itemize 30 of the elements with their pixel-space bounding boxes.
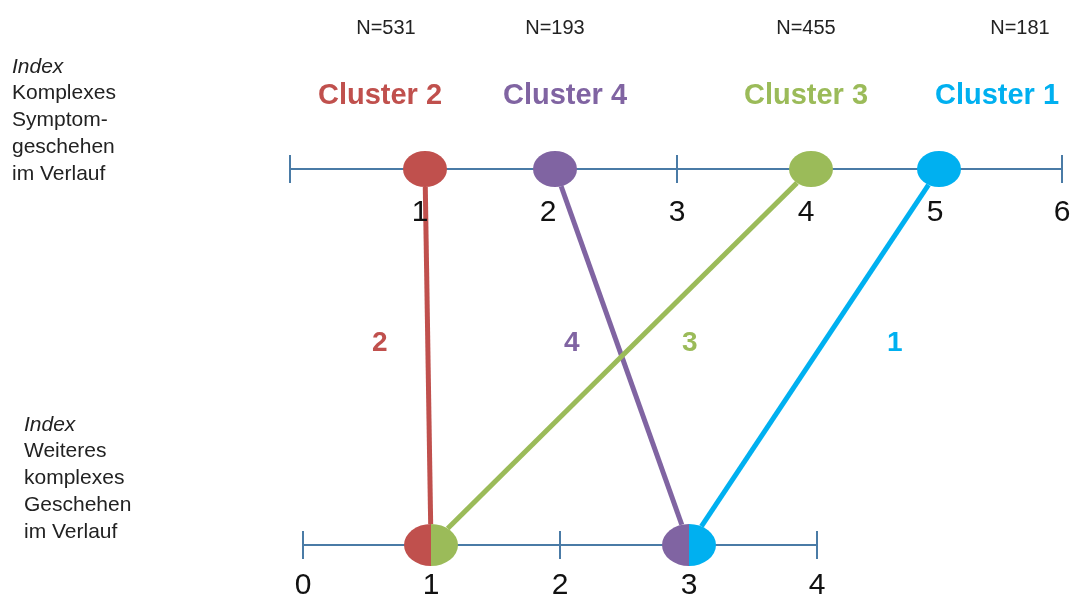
connector-line [558, 185, 685, 526]
circle-marker [789, 151, 833, 187]
tick-label: 6 [1052, 195, 1072, 227]
circle-marker [403, 151, 447, 187]
connector-line [445, 181, 799, 531]
connector-line [422, 186, 434, 525]
axis-title: Weiteres komplexes Geschehen im Verlauf [24, 437, 133, 544]
cluster-title: Cluster 4 [501, 78, 629, 111]
sample-size: N=193 [524, 16, 586, 39]
sample-size: N=531 [355, 16, 417, 39]
tick-label: 4 [796, 195, 816, 227]
tick-label: 5 [925, 195, 945, 227]
sample-size: N=181 [989, 16, 1051, 39]
cluster-title: Cluster 3 [742, 78, 870, 111]
axis-title: Index [12, 53, 64, 79]
axis-title: Komplexes Symptom- geschehen im Verlauf [12, 79, 117, 186]
tick-label: 4 [807, 568, 827, 599]
tick-label: 1 [421, 568, 441, 599]
axis-title: Index [24, 411, 76, 437]
connector-line [699, 183, 931, 528]
circle-marker [533, 151, 577, 187]
sample-size: N=455 [775, 16, 837, 39]
cluster-title: Cluster 2 [316, 78, 444, 111]
cluster-title: Cluster 1 [933, 78, 1061, 111]
tick-label: 0 [293, 568, 313, 599]
circle-marker [917, 151, 961, 187]
tick-label: 3 [667, 195, 687, 227]
tick-label: 3 [679, 568, 699, 599]
tick-label: 2 [550, 568, 570, 599]
tick-label: 2 [538, 195, 558, 227]
